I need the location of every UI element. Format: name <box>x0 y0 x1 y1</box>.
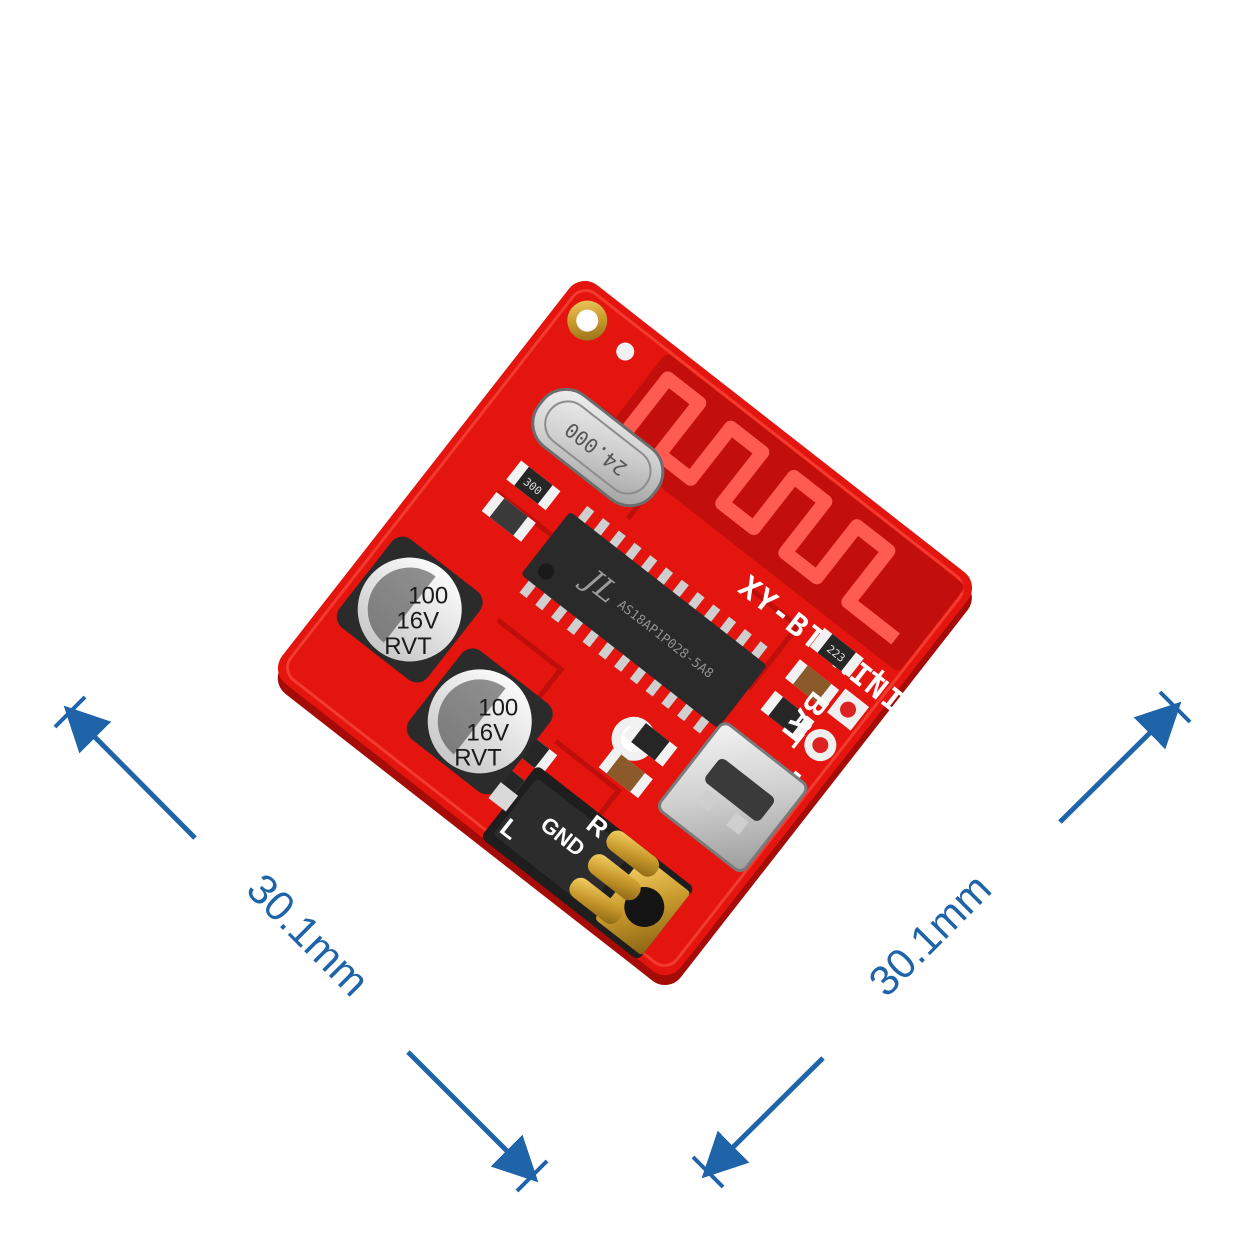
mounting-hole-top <box>567 300 608 341</box>
capacitor-1-voltage: 16V <box>396 608 439 635</box>
micro-usb-port <box>658 722 808 873</box>
pcb-antenna <box>601 354 964 671</box>
electrolytic-capacitor-1: 100 16V RVT <box>336 536 483 683</box>
capacitor-1-series: RVT <box>384 633 432 660</box>
capacitor-2-value: 100 <box>478 695 518 722</box>
left-dimension-label: 30.1mm <box>238 864 379 1005</box>
crystal-oscillator: 24.000 <box>531 387 665 508</box>
capacitor-2-voltage: 16V <box>466 719 509 746</box>
capacitor-1-value: 100 <box>408 583 448 610</box>
bluetooth-module-board: XY-BT-MINI 24.000 <box>277 280 973 986</box>
electrolytic-capacitor-2: 100 16V RVT <box>406 648 553 795</box>
right-dimension-label: 30.1mm <box>859 864 1000 1005</box>
capacitor-2-series: RVT <box>454 745 502 772</box>
